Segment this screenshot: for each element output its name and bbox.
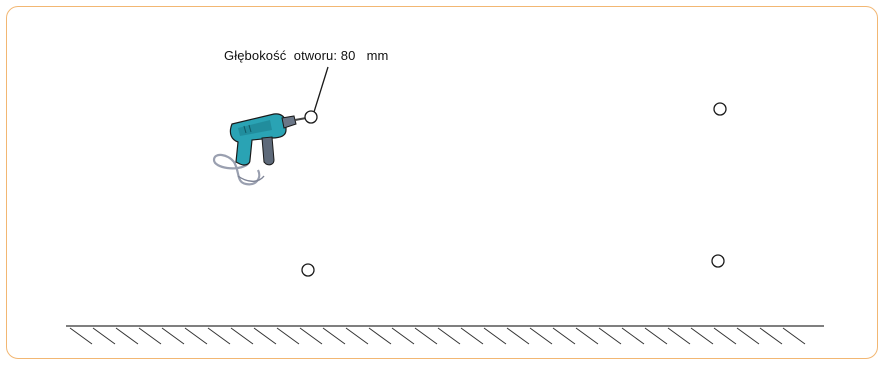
hatch-stroke: [299, 327, 323, 345]
hatch-stroke: [759, 327, 783, 345]
hatch-stroke: [115, 327, 139, 345]
depth-label: Głębokość otworu: 80 mm: [224, 48, 389, 63]
hatch-stroke: [184, 327, 208, 345]
hatch-stroke: [161, 327, 185, 345]
leader-line: [313, 66, 329, 113]
hatch-stroke: [644, 327, 668, 345]
hatch-stroke: [276, 327, 300, 345]
hatch-stroke: [345, 327, 369, 345]
hatch-stroke: [69, 327, 93, 345]
hatch-stroke: [414, 327, 438, 345]
hole-marker-icon: [711, 254, 725, 268]
hatch-stroke: [552, 327, 576, 345]
hatch-stroke: [529, 327, 553, 345]
hatch-stroke: [460, 327, 484, 345]
power-drill-icon: [212, 113, 313, 186]
hatch-stroke: [207, 327, 231, 345]
hole-marker-icon: [713, 102, 727, 116]
hatch-stroke: [368, 327, 392, 345]
hatch-stroke: [437, 327, 461, 345]
hatch-stroke: [322, 327, 346, 345]
hatch-stroke: [598, 327, 622, 345]
hole-marker-icon: [304, 110, 318, 124]
hole-marker-icon: [301, 263, 315, 277]
hatch-stroke: [230, 327, 254, 345]
diagram-frame: [6, 6, 878, 359]
hatch-stroke: [391, 327, 415, 345]
hatch-stroke: [782, 327, 806, 345]
hatch-stroke: [92, 327, 116, 345]
hatch-stroke: [667, 327, 691, 345]
hatch-stroke: [621, 327, 645, 345]
hatch-stroke: [690, 327, 714, 345]
hatch-stroke: [575, 327, 599, 345]
hatch-stroke: [253, 327, 277, 345]
hatch-stroke: [506, 327, 530, 345]
hatch-stroke: [483, 327, 507, 345]
ground-hatching: [69, 327, 806, 345]
hatch-stroke: [713, 327, 737, 345]
hatch-stroke: [138, 327, 162, 345]
hatch-stroke: [736, 327, 760, 345]
